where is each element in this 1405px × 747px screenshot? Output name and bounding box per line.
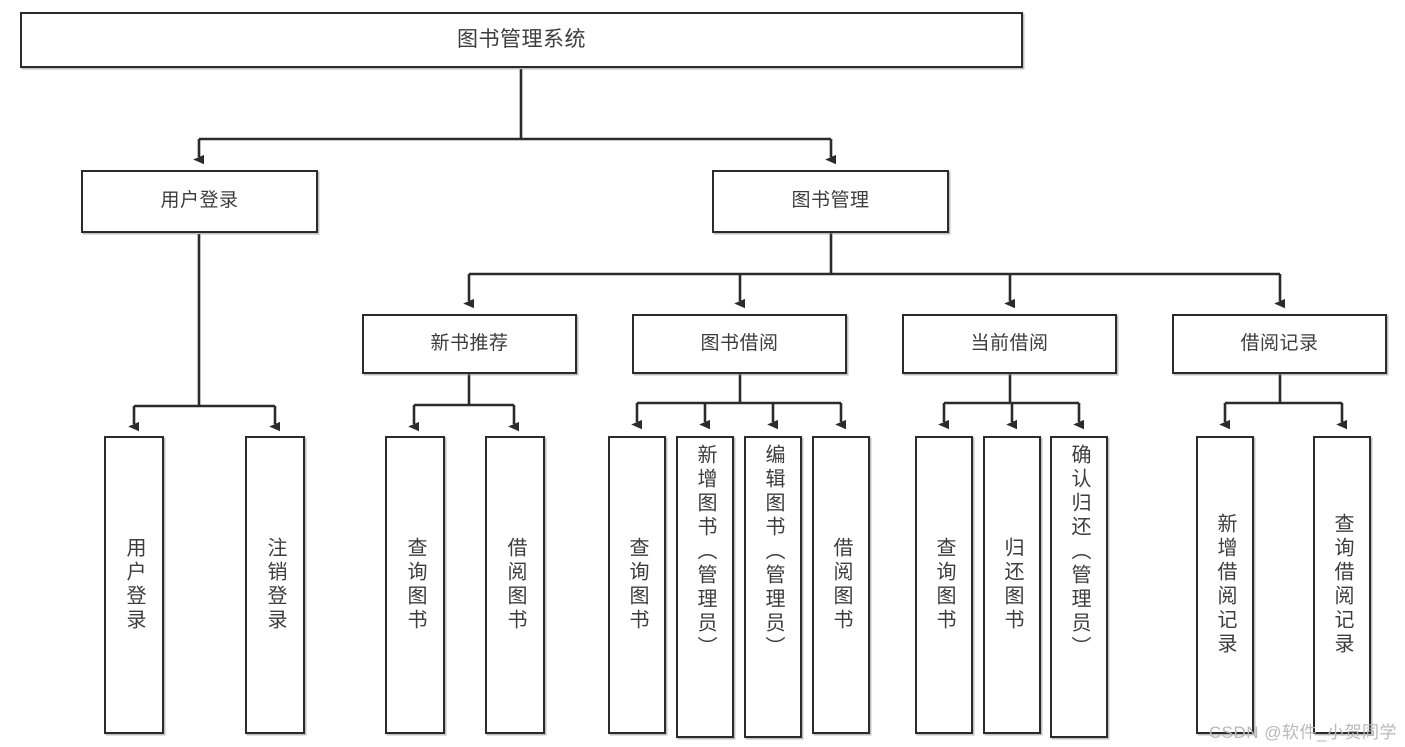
leaf-new-book-borrow[interactable]: 借阅图书 bbox=[485, 436, 545, 734]
node-label: 新书推荐 bbox=[430, 332, 509, 354]
node-label: 确认归还（管理员） bbox=[1068, 444, 1090, 660]
node-borrow-record[interactable]: 借阅记录 bbox=[1172, 314, 1387, 374]
node-label: 用户登录 bbox=[123, 537, 145, 633]
node-label: 编辑图书（管理员） bbox=[762, 444, 784, 660]
node-label: 借阅记录 bbox=[1240, 332, 1319, 354]
node-label: 新增借阅记录 bbox=[1214, 513, 1236, 657]
node-label: 归还图书 bbox=[1001, 537, 1023, 633]
node-label: 图书管理系统 bbox=[457, 27, 586, 51]
leaf-borrow-query-book[interactable]: 查询图书 bbox=[608, 436, 666, 734]
node-book-management[interactable]: 图书管理 bbox=[712, 170, 949, 233]
node-current-borrow[interactable]: 当前借阅 bbox=[902, 314, 1117, 374]
node-label: 借阅图书 bbox=[504, 537, 526, 633]
node-book-borrow[interactable]: 图书借阅 bbox=[632, 314, 847, 374]
node-label: 注销登录 bbox=[264, 537, 286, 633]
leaf-record-add-record[interactable]: 新增借阅记录 bbox=[1196, 436, 1254, 734]
leaf-user-login-login[interactable]: 用户登录 bbox=[104, 436, 164, 734]
node-label: 查询图书 bbox=[404, 537, 426, 633]
node-label: 当前借阅 bbox=[970, 332, 1049, 354]
leaf-current-return-book[interactable]: 归还图书 bbox=[983, 436, 1041, 734]
leaf-borrow-add-book-admin[interactable]: 新增图书（管理员） bbox=[676, 436, 734, 738]
leaf-borrow-borrow-book[interactable]: 借阅图书 bbox=[812, 436, 870, 734]
node-label: 借阅图书 bbox=[830, 537, 852, 633]
leaf-record-query-record[interactable]: 查询借阅记录 bbox=[1313, 436, 1371, 734]
leaf-current-query-book[interactable]: 查询图书 bbox=[915, 436, 973, 734]
leaf-user-login-logout[interactable]: 注销登录 bbox=[245, 436, 305, 734]
node-new-book-recommend[interactable]: 新书推荐 bbox=[362, 314, 577, 374]
leaf-borrow-edit-book-admin[interactable]: 编辑图书（管理员） bbox=[744, 436, 802, 738]
node-label: 新增图书（管理员） bbox=[694, 444, 716, 660]
leaf-current-confirm-return-admin[interactable]: 确认归还（管理员） bbox=[1050, 436, 1108, 738]
node-label: 查询图书 bbox=[933, 537, 955, 633]
watermark-text: CSDN @软件_小贺同学 bbox=[1208, 723, 1397, 742]
leaf-new-book-query[interactable]: 查询图书 bbox=[385, 436, 445, 734]
node-label: 图书管理 bbox=[791, 190, 870, 212]
node-label: 用户登录 bbox=[160, 190, 239, 212]
node-user-login[interactable]: 用户登录 bbox=[81, 170, 318, 233]
node-label: 图书借阅 bbox=[700, 332, 779, 354]
node-root-system[interactable]: 图书管理系统 bbox=[20, 12, 1023, 68]
node-label: 查询图书 bbox=[626, 537, 648, 633]
node-label: 查询借阅记录 bbox=[1331, 513, 1353, 657]
